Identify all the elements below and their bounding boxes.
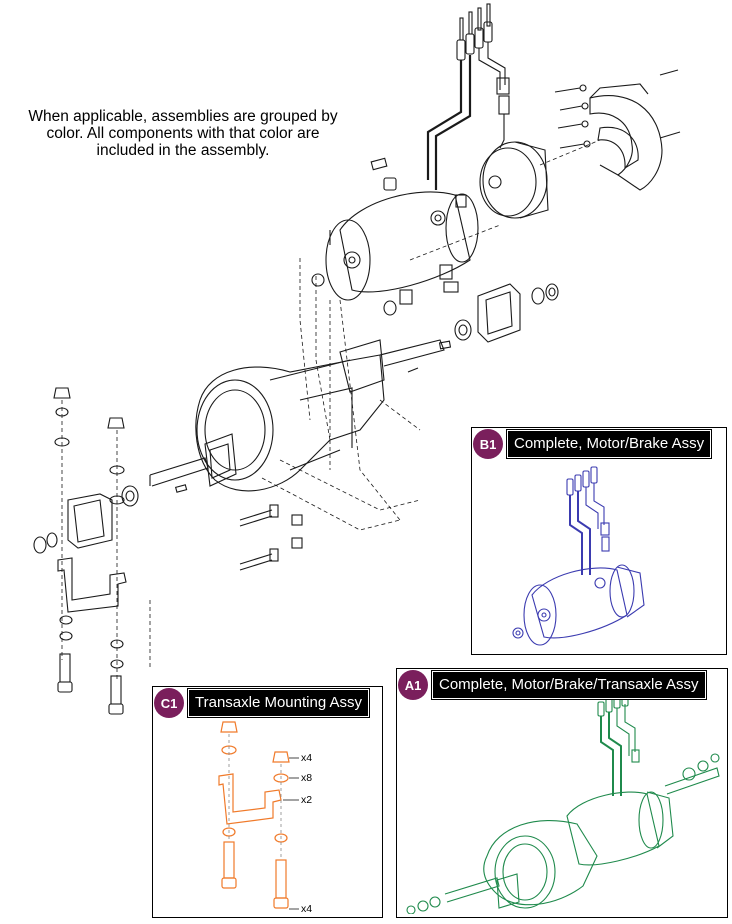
cover-screws (554, 69, 681, 149)
axle-left (121, 457, 209, 507)
panel-c1-title: Transaxle Mounting Assy (186, 688, 371, 718)
qty-label-bolt: x4 (301, 903, 313, 915)
axle-right (379, 339, 445, 373)
panel-a1-header: A1 Complete, Motor/Brake/Transaxle Assy (398, 670, 707, 700)
c1-transaxle-mounting-diagram (218, 721, 299, 910)
qty-label-washer: x8 (301, 772, 313, 784)
left-bolts (57, 615, 124, 715)
panel-c1 (152, 686, 383, 918)
motor-brushes (311, 157, 467, 316)
panel-b1-header: B1 Complete, Motor/Brake Assy (473, 429, 713, 459)
a1-motor-brake-transaxle-diagram (406, 696, 720, 914)
transaxle-bolts (239, 504, 303, 571)
brake-cover (589, 83, 663, 191)
left-hardware (33, 387, 125, 554)
right-spacers (438, 283, 559, 350)
panel-a1-title: Complete, Motor/Brake/Transaxle Assy (431, 670, 707, 700)
panel-b1-title: Complete, Motor/Brake Assy (505, 429, 713, 459)
panel-b1 (471, 427, 727, 655)
panel-a1 (396, 668, 728, 918)
brake-disc (479, 141, 549, 219)
axle-spacer (204, 433, 237, 487)
assembly-guide-lines (61, 139, 601, 680)
panel-c1-badge: C1 (154, 688, 184, 718)
mounting-bracket (57, 557, 127, 613)
transaxle-housing (195, 339, 385, 492)
qty-label-nut: x4 (301, 752, 313, 764)
qty-label-bracket: x2 (301, 794, 313, 806)
panel-a1-badge: A1 (398, 670, 428, 700)
assembly-color-note: When applicable, assemblies are grouped … (28, 108, 338, 159)
motor (325, 191, 479, 301)
panel-c1-header: C1 Transaxle Mounting Assy (154, 688, 371, 718)
left-square-spacer (67, 493, 113, 549)
wire-harness (426, 3, 510, 190)
b1-motor-brake-diagram (512, 466, 645, 646)
panel-b1-badge: B1 (473, 429, 503, 459)
